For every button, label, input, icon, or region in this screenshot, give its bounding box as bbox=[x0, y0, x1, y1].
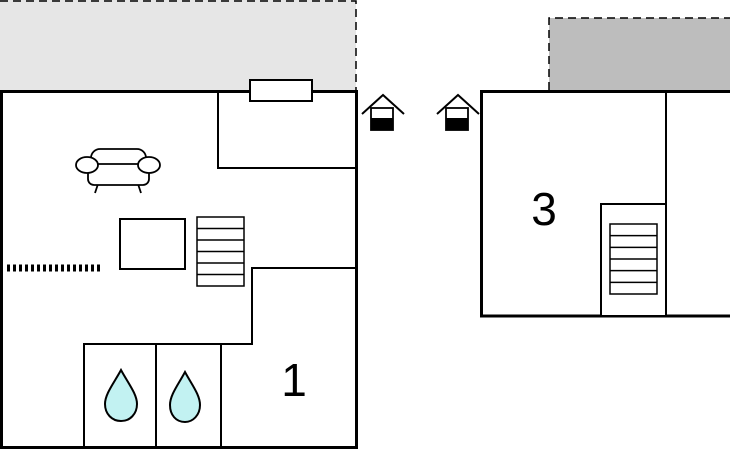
armchair-arm bbox=[75, 156, 99, 174]
table bbox=[119, 218, 186, 270]
water-drop-shape bbox=[168, 369, 202, 424]
partition-wall bbox=[217, 91, 356, 169]
room-number-1: 1 bbox=[281, 354, 307, 406]
water-drop-shape bbox=[103, 367, 139, 423]
terrace-right bbox=[548, 17, 730, 90]
house-entrance-icon bbox=[361, 93, 405, 131]
entrance-door bbox=[446, 118, 468, 130]
house-entrance-icon bbox=[436, 93, 480, 131]
building-right bbox=[480, 90, 730, 318]
entrance-door bbox=[371, 118, 393, 130]
water-drop-icon bbox=[103, 367, 139, 423]
stairs-icon bbox=[196, 216, 245, 287]
armchair-icon bbox=[75, 148, 161, 194]
water-drop-icon bbox=[168, 369, 202, 424]
partition-wall bbox=[83, 267, 356, 448]
terrace-left-outline bbox=[0, 0, 357, 90]
armchair-arm bbox=[137, 156, 161, 174]
terrace-left bbox=[0, 0, 357, 90]
terrace-left-fill bbox=[0, 0, 356, 90]
room-number-3: 3 bbox=[531, 183, 557, 235]
entrance-roof bbox=[361, 93, 405, 115]
armchair-seat bbox=[87, 163, 150, 186]
stairs-icon bbox=[609, 223, 658, 295]
terrace-right-outline bbox=[548, 17, 730, 90]
building-left bbox=[0, 79, 358, 449]
terrace-right-fill bbox=[549, 18, 730, 90]
entrance-roof bbox=[436, 93, 480, 115]
window bbox=[249, 79, 313, 102]
